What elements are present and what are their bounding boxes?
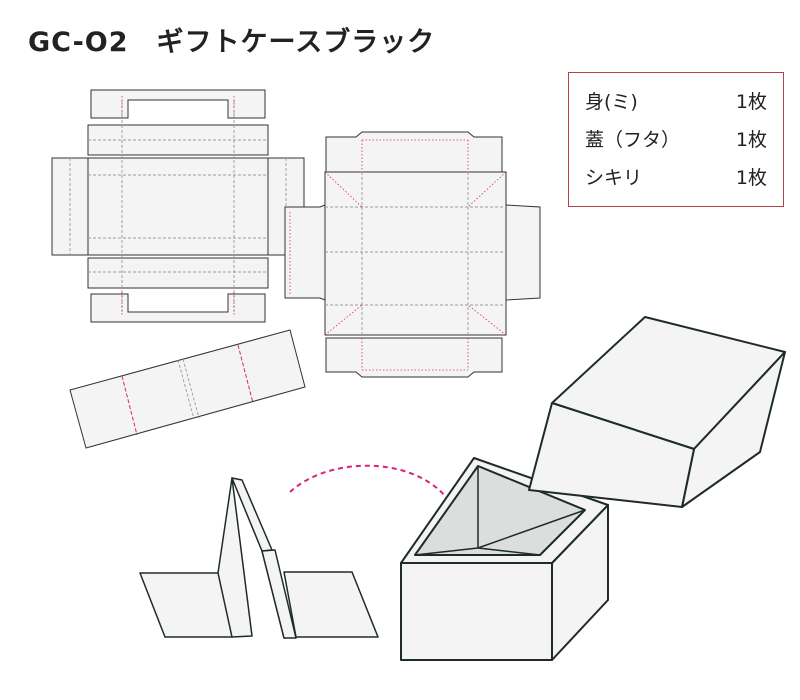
- part-name: 身(ミ): [585, 91, 638, 113]
- product-name: ギフトケースブラック: [156, 27, 436, 58]
- lid-net-perforation: [289, 139, 507, 371]
- page-title: GC-O2 ギフトケースブラック: [28, 20, 435, 59]
- lid-net-fold-lines: [325, 172, 506, 335]
- curved-dashed-arrow-icon: [289, 464, 458, 520]
- parts-list: 身(ミ) 1枚 蓋（フタ） 1枚 シキリ 1枚: [568, 72, 784, 207]
- divider-net: [69, 329, 306, 449]
- parts-list-item: シキリ 1枚: [585, 163, 767, 197]
- open-box: [400, 457, 609, 661]
- part-quantity: 1枚: [735, 167, 767, 189]
- body-net: [51, 89, 305, 323]
- folded-divider: [139, 477, 379, 639]
- lid-box: [528, 316, 786, 508]
- body-net-perforation: [121, 96, 235, 316]
- lid-net: [284, 131, 541, 378]
- parts-list-item: 蓋（フタ） 1枚: [585, 125, 767, 159]
- part-quantity: 1枚: [735, 91, 767, 113]
- part-quantity: 1枚: [735, 129, 767, 151]
- parts-list-item: 身(ミ) 1枚: [585, 87, 767, 121]
- product-code: GC-O2: [28, 27, 129, 58]
- part-name: 蓋（フタ）: [585, 129, 681, 151]
- part-name: シキリ: [585, 167, 643, 189]
- body-net-fold-lines: [69, 100, 287, 312]
